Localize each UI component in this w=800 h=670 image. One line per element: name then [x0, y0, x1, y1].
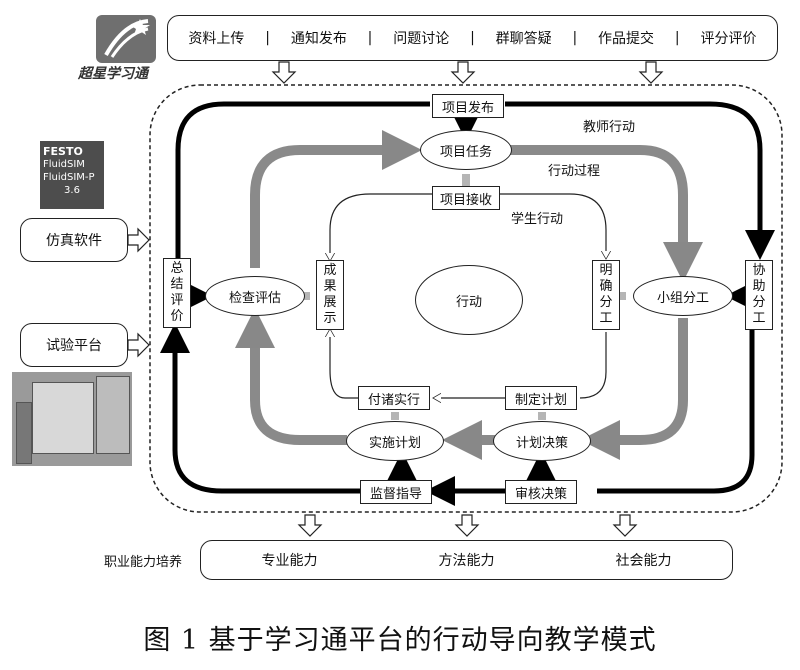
implement-plan-oval: 实施计划 — [346, 421, 444, 461]
professional-ability: 专业能力 — [261, 553, 318, 569]
project-receive-box: 项目接收 — [432, 186, 500, 210]
test-platform-photo — [12, 372, 132, 466]
student-action-label: 学生行动 — [511, 212, 564, 227]
function-evaluation: 评分评价 — [700, 31, 757, 47]
function-upload: 资料上传 — [188, 31, 245, 47]
action-center-oval: 行动 — [415, 265, 523, 335]
hollow-right-arrows-left — [127, 227, 150, 358]
supervise-guide-box: 监督指导 — [360, 480, 432, 504]
festo-label: FESTO — [43, 145, 83, 158]
assist-division-box: 协助分工 — [745, 260, 773, 330]
function-submit: 作品提交 — [598, 31, 655, 47]
put-into-practice-box: 付诸实行 — [358, 386, 430, 410]
function-qa: 群聊答疑 — [495, 31, 552, 47]
platform-functions-bar: 资料上传 | 通知发布 | 问题讨论 | 群聊答疑 | 作品提交 | 评分评价 — [167, 15, 778, 61]
function-notice: 通知发布 — [290, 31, 347, 47]
group-division-oval: 小组分工 — [633, 276, 733, 316]
test-platform-box: 试验平台 — [20, 323, 128, 367]
make-plan-box: 制定计划 — [505, 386, 577, 410]
competence-bar: 专业能力 方法能力 社会能力 — [200, 540, 733, 580]
method-ability: 方法能力 — [438, 553, 495, 569]
action-process-loop — [235, 130, 703, 460]
review-decision-box: 审核决策 — [505, 480, 577, 504]
check-evaluate-oval: 检查评估 — [205, 276, 305, 316]
action-process-label: 行动过程 — [548, 164, 601, 179]
summary-evaluation-box: 总结评价 — [163, 258, 191, 328]
logo-text: 超星学习通 — [78, 66, 148, 82]
fluidsim-p-label: FluidSIM-P — [43, 172, 95, 183]
chaoxing-logo-icon — [96, 15, 156, 63]
fluidsim-label: FluidSIM — [43, 159, 85, 170]
function-discussion: 问题讨论 — [393, 31, 450, 47]
project-task-oval: 项目任务 — [420, 130, 512, 170]
plan-decision-oval: 计划决策 — [493, 421, 591, 461]
student-action-loop — [330, 193, 606, 398]
fluidsim-software-icon: FESTO FluidSIM FluidSIM-P 3.6 — [40, 141, 104, 209]
competence-title: 职业能力培养 — [104, 555, 183, 570]
figure-caption: 图 1 基于学习通平台的行动导向教学模式 — [143, 625, 657, 656]
project-release-box: 项目发布 — [432, 94, 504, 118]
result-display-box: 成果展示 — [316, 260, 344, 330]
teacher-action-label: 教师行动 — [583, 120, 636, 135]
hollow-down-arrows-bottom — [297, 514, 638, 537]
clarify-division-box: 明确分工 — [592, 260, 620, 330]
hollow-down-arrows-top — [271, 61, 664, 84]
version-label: 3.6 — [64, 185, 80, 196]
teacher-action-loop — [160, 101, 775, 506]
social-ability: 社会能力 — [615, 553, 672, 569]
